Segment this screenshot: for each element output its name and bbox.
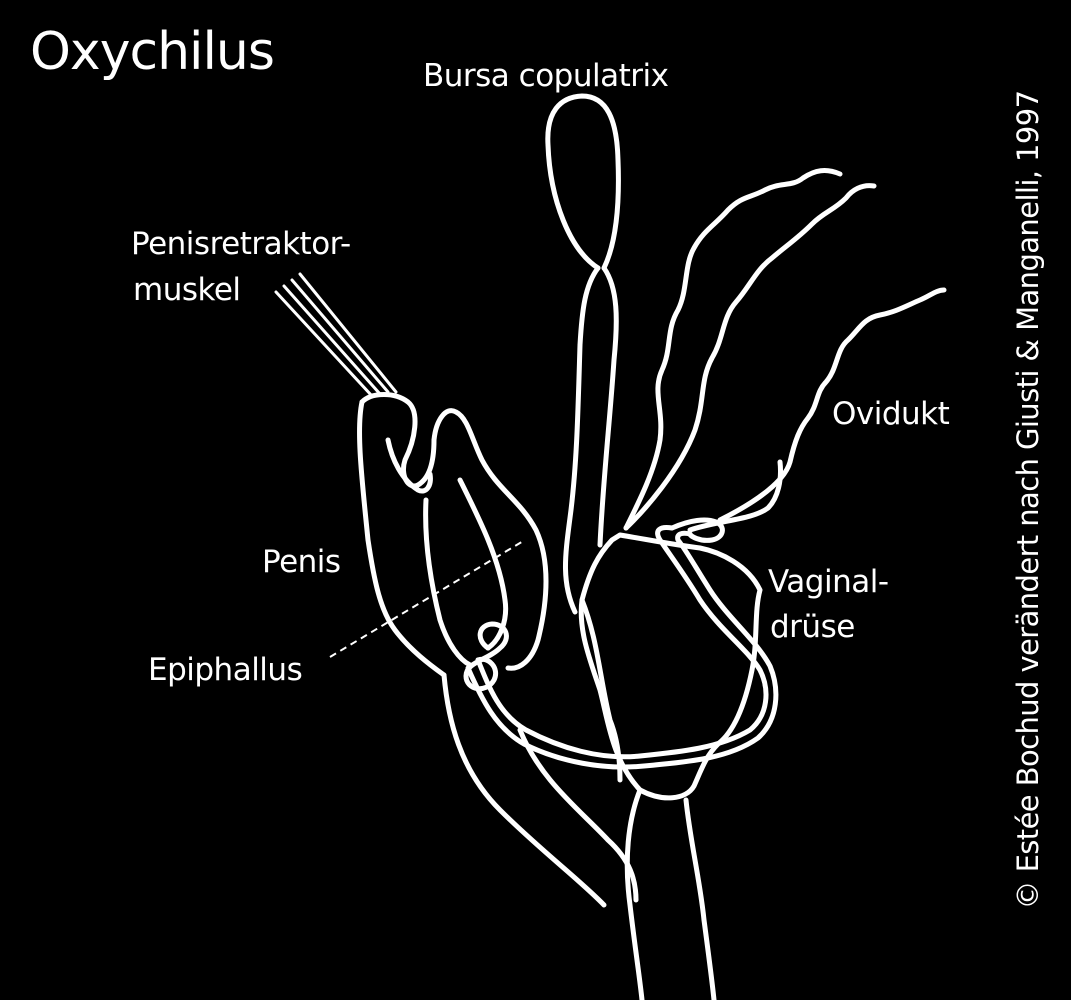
retractor-fiber — [282, 284, 382, 396]
common-duct-left — [441, 672, 607, 908]
epiphallus-tube — [457, 477, 509, 651]
bursa-stalk-right — [597, 265, 619, 548]
retractor-fiber — [290, 278, 390, 394]
penis-inner-loop — [385, 437, 433, 494]
ovidukt-left-edge — [623, 168, 843, 531]
penis-inner-wall — [423, 497, 473, 668]
vas-deferens-loop — [669, 517, 725, 543]
label-ovidukt: Ovidukt — [832, 396, 950, 432]
common-duct-mid — [517, 727, 639, 903]
penis-coil — [431, 408, 549, 671]
bursa-copulatrix-sac — [545, 93, 621, 271]
diagram-title: Oxychilus — [30, 22, 275, 82]
label-epiphallus: Epiphallus — [148, 652, 303, 688]
penis-sheath-inner — [359, 392, 437, 489]
epiphallus-leader-line — [329, 539, 526, 658]
label-vaginaldruse-line1: Vaginal- — [768, 564, 889, 600]
epiphallus-duct-inner — [465, 530, 779, 770]
atrium-left — [624, 787, 645, 1000]
atrium-right — [683, 797, 717, 1000]
ovidukt-right-edge — [623, 183, 877, 531]
label-penis: Penis — [262, 544, 341, 580]
bursa-stalk-left — [562, 265, 601, 615]
retractor-fiber — [298, 272, 398, 394]
epiphallus-duct-outer — [475, 525, 769, 760]
label-vaginaldruse-line2: drüse — [770, 609, 855, 645]
ovidukt-lower-duct — [717, 287, 947, 523]
retractor-fiber — [274, 290, 374, 398]
label-penisretraktor: Penisretraktor- — [131, 226, 351, 262]
label-bursa-copulatrix: Bursa copulatrix — [423, 58, 669, 94]
label-muskel: muskel — [133, 272, 241, 308]
copyright-credit: © Estée Bochud verändert nach Giusti & M… — [1011, 90, 1045, 910]
penis-sheath-outer — [357, 399, 447, 678]
